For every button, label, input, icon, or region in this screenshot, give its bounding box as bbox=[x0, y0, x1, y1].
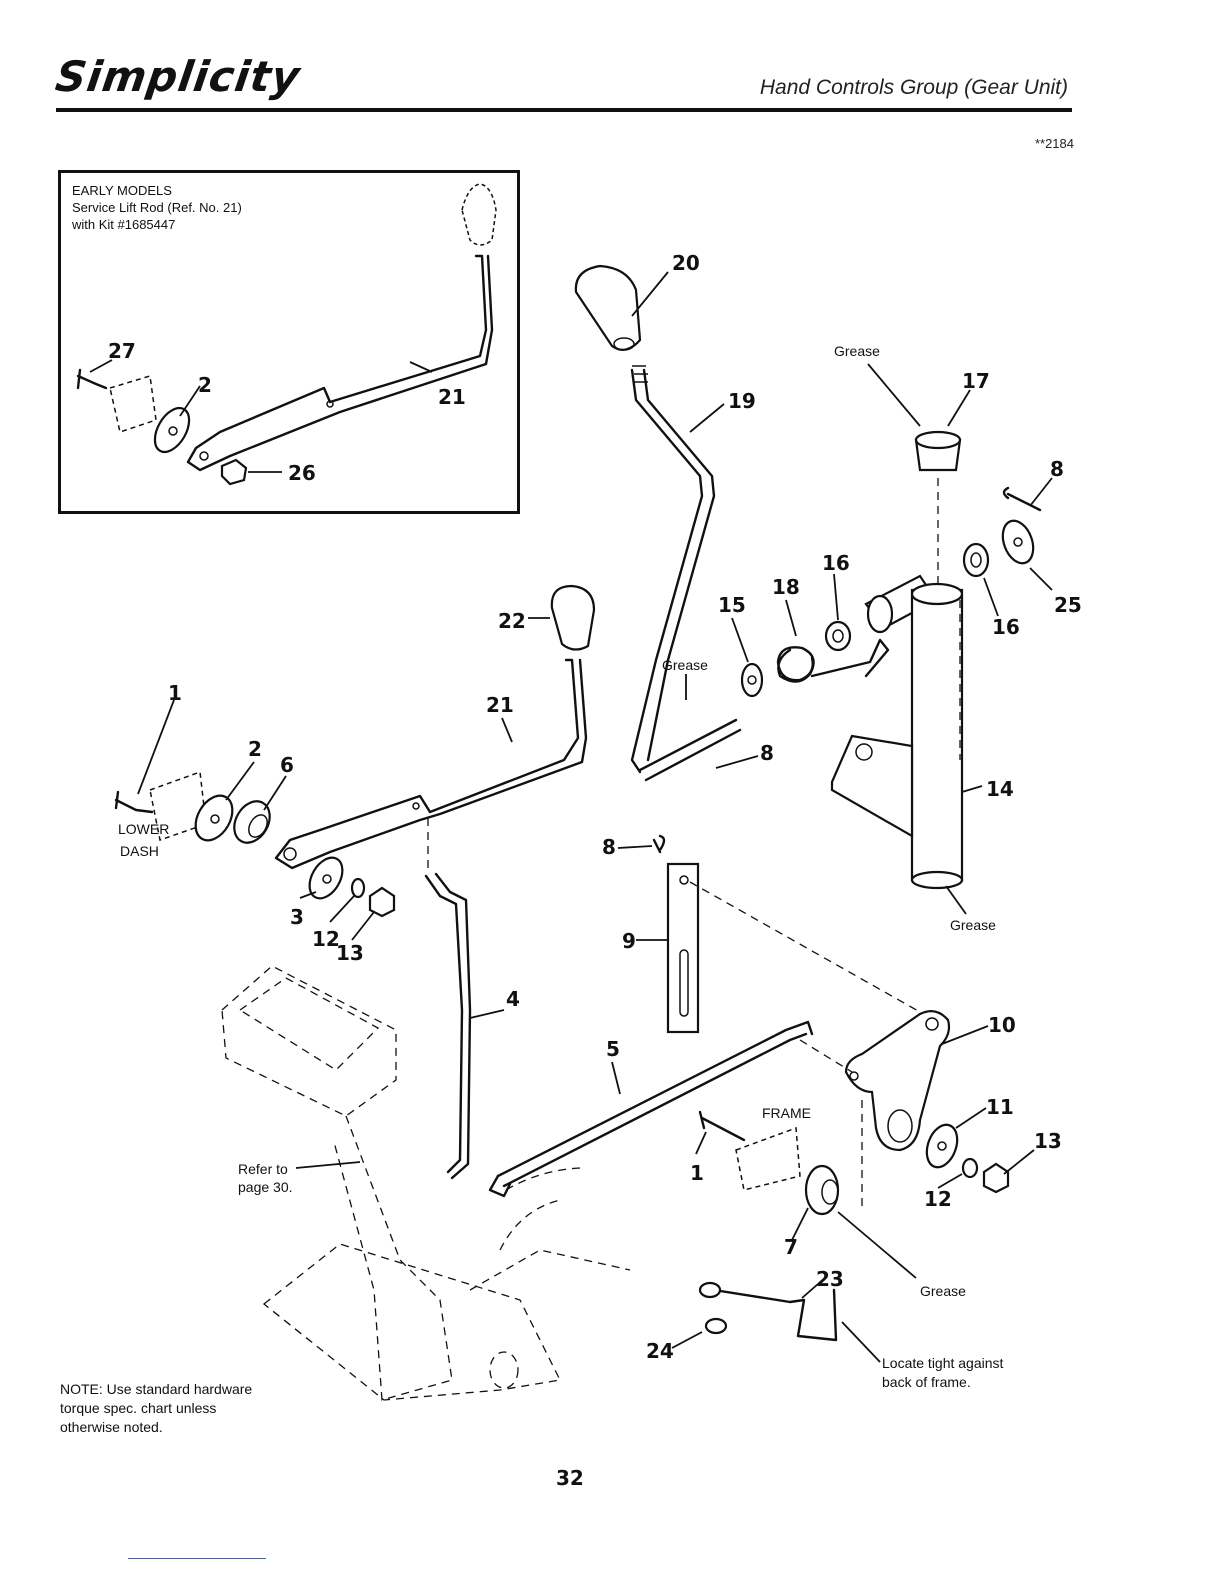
callout-23: 23 bbox=[816, 1267, 844, 1291]
shift-knob-20 bbox=[574, 264, 642, 351]
callout-5: 5 bbox=[606, 1037, 620, 1061]
page-number: 32 bbox=[556, 1466, 584, 1490]
grease-label: Grease bbox=[662, 657, 708, 673]
callout-7: 7 bbox=[784, 1235, 798, 1259]
inset-callout-21: 21 bbox=[438, 385, 466, 409]
callout-8c: 8 bbox=[602, 835, 616, 859]
inset-callout-2: 2 bbox=[198, 373, 212, 397]
lower-dash-label: DASH bbox=[120, 843, 159, 859]
callout-25: 25 bbox=[1054, 593, 1082, 617]
inset-caption-line: with Kit #1685447 bbox=[72, 217, 176, 232]
callout-10: 10 bbox=[988, 1013, 1016, 1037]
callout-17: 17 bbox=[962, 369, 990, 393]
callout-9: 9 bbox=[622, 929, 636, 953]
pedal-reference bbox=[221, 965, 631, 1401]
callout-19: 19 bbox=[728, 389, 756, 413]
frame-label: FRAME bbox=[762, 1105, 811, 1121]
torque-note-line: torque spec. chart unless bbox=[60, 1400, 217, 1416]
callout-16: 16 bbox=[822, 551, 850, 575]
callout-8: 8 bbox=[1050, 457, 1064, 481]
inset-caption: EARLY MODELS Service Lift Rod (Ref. No. … bbox=[72, 182, 242, 233]
shift-lever-19 bbox=[630, 365, 716, 774]
locate-note-line: Locate tight against bbox=[882, 1355, 1004, 1371]
torque-note: NOTE: Use standard hardware torque spec.… bbox=[60, 1380, 252, 1437]
footer-link-underline[interactable] bbox=[128, 1558, 266, 1559]
grease-label: Grease bbox=[950, 917, 996, 933]
callout-14: 14 bbox=[986, 777, 1014, 801]
grease-label: Grease bbox=[920, 1283, 966, 1299]
page-title: Hand Controls Group (Gear Unit) bbox=[759, 76, 1068, 99]
inset-lift-rod-drawing: 27 2 21 26 bbox=[76, 183, 497, 486]
locate-note-line: back of frame. bbox=[882, 1374, 971, 1390]
header-divider bbox=[56, 108, 1072, 112]
torque-note-line: NOTE: Use standard hardware bbox=[60, 1381, 253, 1397]
callout-1b: 1 bbox=[690, 1161, 704, 1185]
callout-12b: 12 bbox=[924, 1187, 952, 1211]
refer-note: Refer to page 30. bbox=[238, 1160, 293, 1196]
callout-22: 22 bbox=[498, 609, 526, 633]
inset-callout-26: 26 bbox=[288, 461, 316, 485]
callout-18: 18 bbox=[772, 575, 800, 599]
callout-12: 12 bbox=[312, 927, 340, 951]
inset-caption-line: Service Lift Rod (Ref. No. 21) bbox=[72, 200, 242, 215]
callout-6: 6 bbox=[280, 753, 294, 777]
torque-note-line: otherwise noted. bbox=[60, 1419, 163, 1435]
inset-caption-line: EARLY MODELS bbox=[72, 183, 172, 198]
callout-21: 21 bbox=[486, 693, 514, 717]
callout-8b: 8 bbox=[760, 741, 774, 765]
locate-note: Locate tight against back of frame. bbox=[882, 1354, 1003, 1392]
callout-16b: 16 bbox=[992, 615, 1020, 639]
refer-note-line: Refer to bbox=[238, 1161, 288, 1177]
callout-11: 11 bbox=[986, 1095, 1014, 1119]
early-models-inset bbox=[58, 170, 520, 514]
callout-13: 13 bbox=[336, 941, 364, 965]
callout-15: 15 bbox=[718, 593, 746, 617]
callout-13b: 13 bbox=[1034, 1129, 1062, 1153]
lower-dash-label: LOWER bbox=[118, 821, 169, 837]
document-code: **2184 bbox=[1034, 136, 1074, 151]
callout-2: 2 bbox=[248, 737, 262, 761]
inset-callout-27: 27 bbox=[108, 339, 136, 363]
callout-1: 1 bbox=[168, 681, 182, 705]
callout-20: 20 bbox=[672, 251, 700, 275]
refer-note-line: page 30. bbox=[238, 1179, 293, 1195]
pivot-tube-14 bbox=[830, 574, 964, 890]
callout-24: 24 bbox=[646, 1339, 674, 1363]
grease-label: Grease bbox=[834, 343, 880, 359]
callout-4: 4 bbox=[506, 987, 520, 1011]
callout-3: 3 bbox=[290, 905, 304, 929]
